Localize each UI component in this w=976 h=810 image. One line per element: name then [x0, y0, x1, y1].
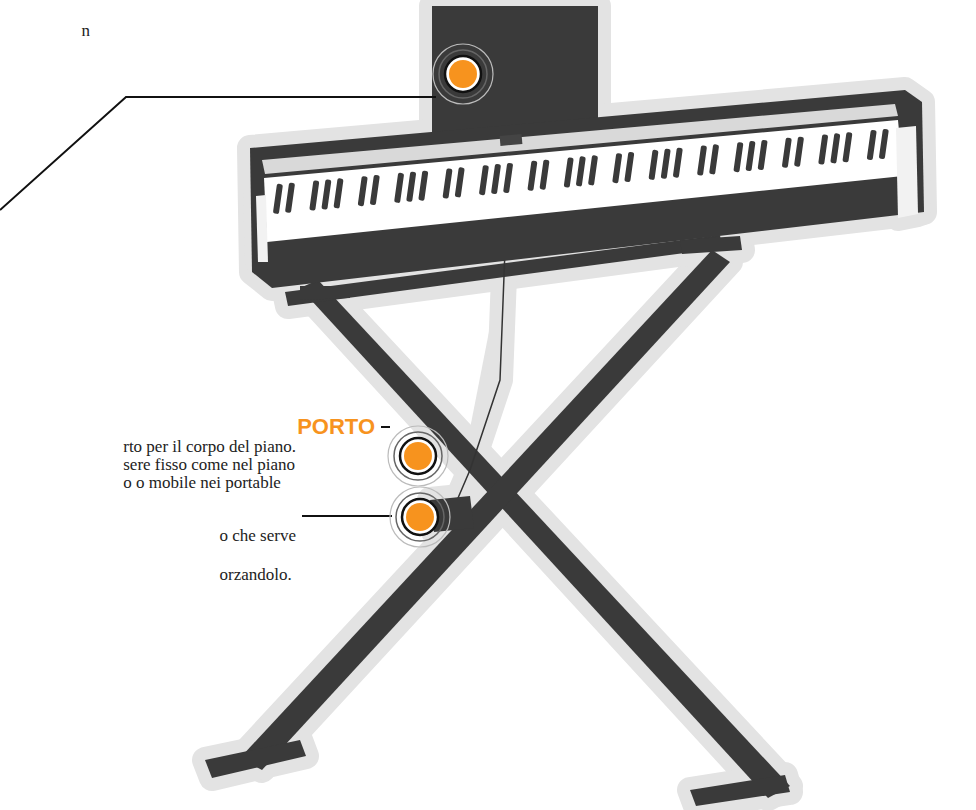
- black-key: [539, 159, 549, 190]
- silhouette-part: [240, 250, 730, 770]
- black-key: [818, 134, 828, 165]
- black-key: [879, 129, 889, 160]
- callout-text: o o mobile nei portable: [123, 474, 281, 492]
- callout-text: o che serve: [220, 527, 296, 545]
- black-key: [309, 180, 319, 211]
- callout-text: n: [82, 22, 91, 40]
- black-key: [697, 145, 707, 176]
- black-key: [491, 164, 501, 195]
- black-key: [358, 176, 368, 207]
- black-key: [794, 136, 804, 167]
- leader-line: [381, 426, 390, 428]
- black-key: [503, 163, 513, 194]
- callout-dot: [390, 487, 450, 547]
- black-key: [709, 144, 719, 175]
- silhouette-part: [896, 126, 918, 218]
- end-cap: [896, 126, 918, 218]
- white-keys: [264, 120, 903, 242]
- callout-dot: [433, 44, 493, 104]
- callout-text: orzandolo.: [220, 566, 292, 584]
- black-key: [588, 155, 598, 186]
- stand-leg: [240, 250, 730, 770]
- silhouette-part: [256, 195, 268, 262]
- stand-leg: [300, 280, 790, 798]
- silhouette-part: [300, 286, 350, 300]
- black-key: [285, 182, 295, 213]
- callout-text: rto per il corpo del piano.: [123, 438, 296, 456]
- black-key: [479, 165, 489, 196]
- black-key: [273, 184, 283, 215]
- silhouette-part: [500, 134, 523, 146]
- black-key: [333, 178, 343, 209]
- black-key: [406, 171, 416, 202]
- black-key: [442, 168, 452, 199]
- black-key: [624, 152, 634, 183]
- black-key: [418, 170, 428, 201]
- end-cap: [256, 195, 268, 262]
- callout-text: sere fisso come nel piano: [123, 456, 295, 474]
- black-key: [842, 132, 852, 163]
- silhouette-part: [300, 280, 790, 798]
- black-key: [745, 141, 755, 172]
- black-key: [612, 153, 622, 184]
- black-key: [370, 175, 380, 206]
- black-key: [455, 167, 465, 198]
- piano-drawing: [205, 6, 924, 806]
- black-key: [830, 133, 840, 164]
- black-key: [648, 150, 658, 181]
- black-key: [564, 157, 574, 188]
- black-key: [867, 130, 877, 161]
- stand-arm: [300, 286, 350, 300]
- silhouette: [205, 6, 924, 806]
- piano-body: [250, 90, 924, 288]
- callout-dot: [388, 426, 448, 486]
- display: [500, 134, 523, 146]
- black-key: [733, 142, 743, 173]
- leader-line: [0, 97, 436, 210]
- callout-heading: PORTO: [297, 415, 375, 439]
- stand-foot: [205, 740, 306, 778]
- black-key: [527, 160, 537, 191]
- black-key: [321, 179, 331, 210]
- black-keys: [273, 129, 889, 214]
- black-key: [394, 173, 404, 204]
- silhouette-part: [690, 775, 790, 806]
- black-key: [758, 140, 768, 171]
- black-key: [661, 148, 671, 179]
- black-key: [576, 156, 586, 187]
- black-key: [673, 147, 683, 178]
- stand-foot: [690, 775, 790, 806]
- black-key: [782, 137, 792, 168]
- leader-lines: [0, 97, 436, 516]
- pedal-cable: [455, 250, 505, 505]
- leader-line: [302, 515, 392, 517]
